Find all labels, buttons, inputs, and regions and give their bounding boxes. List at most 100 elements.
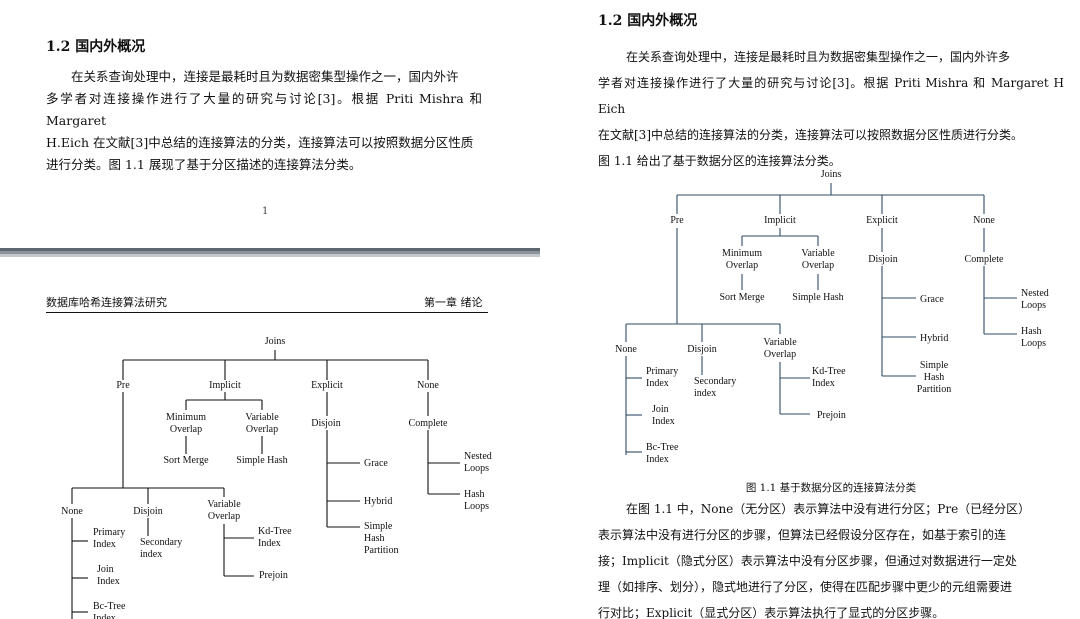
intro-paragraph: 在关系查询处理中，连接是最耗时且为数据密集型操作之一，国内外许多 学者对连接操作…	[598, 44, 1064, 174]
tree-node-prejoin: Prejoin	[817, 410, 846, 421]
tree-node-simple-hash-partition-line3: Partition	[917, 384, 951, 395]
tree-node-pre-disjoin: Disjoin	[687, 344, 716, 355]
para-line: 表示算法中没有进行分区的步骤，但算法已经假设分区存在，如基于索引的连	[598, 528, 1007, 542]
tree-node-pre-variable-overlap-line2: Overlap	[764, 349, 796, 360]
tree-node-complete: Complete	[965, 254, 1004, 265]
tree-node-root: Joins	[821, 169, 842, 180]
tree-node-none: None	[417, 380, 439, 391]
tree-node-primary-index-line1: Primary	[93, 527, 125, 538]
para-line: 在关系查询处理中，连接是最耗时且为数据密集型操作之一，国内外许多	[626, 50, 1011, 64]
tree-node-minimum-overlap-line2: Overlap	[170, 424, 202, 435]
tree-node-pre: Pre	[670, 215, 684, 226]
tree-node-secondary-index-line1: Secondary	[694, 376, 736, 387]
tree-node-pre-none: None	[615, 344, 637, 355]
page-break-band	[0, 254, 540, 257]
section-heading: 1.2 国内外概况	[46, 39, 146, 55]
tree-node-variable-overlap-line2: Overlap	[802, 260, 834, 271]
para-line: 学者对连接操作进行了大量的研究与讨论[3]。根据 Priti Mishra 和 …	[598, 76, 1064, 116]
tree-node-pre-variable-overlap-line1: Variable	[763, 337, 797, 348]
tree-node-join-index-line2: Index	[652, 416, 675, 427]
tree-node-pre-disjoin: Disjoin	[133, 506, 162, 517]
tree-node-nested-loops-line2: Loops	[1021, 300, 1046, 311]
header-rule	[46, 312, 488, 313]
tree-node-variable-overlap-line2: Overlap	[246, 424, 278, 435]
page-number: 1	[262, 206, 269, 217]
tree-node-explicit: Explicit	[866, 215, 898, 226]
tree-node-kdtree-index-line2: Index	[258, 538, 281, 549]
tree-node-pre: Pre	[116, 380, 130, 391]
tree-node-variable-overlap-line1: Variable	[801, 248, 835, 259]
tree-node-implicit: Implicit	[209, 380, 241, 391]
tree-node-pre-variable-overlap-line1: Variable	[207, 499, 241, 510]
tree-node-nested-loops-line1: Nested	[1021, 288, 1049, 299]
tree-node-sort-merge: Sort Merge	[719, 292, 765, 303]
para-line: 多学者对连接操作进行了大量的研究与讨论[3]。根据 Priti Mishra 和…	[46, 91, 482, 128]
para-line: 图 1.1 给出了基于数据分区的连接算法分类。	[598, 154, 841, 168]
tree-node-pre-variable-overlap-line2: Overlap	[208, 511, 240, 522]
para-line: 在关系查询处理中，连接是最耗时且为数据密集型操作之一，国内外许	[71, 69, 459, 84]
explanation-paragraph: 在图 1.1 中，None（无分区）表示算法中没有进行分区；Pre（已经分区） …	[598, 496, 1064, 619]
tree-node-root: Joins	[265, 336, 286, 347]
left-document-page: 1.2 国内外概况 在关系查询处理中，连接是最耗时且为数据密集型操作之一，国内外…	[0, 39, 540, 619]
tree-node-complete: Complete	[409, 418, 448, 429]
tree-node-minimum-overlap-line1: Minimum	[722, 248, 762, 259]
tree-node-bctree-index-line2: Index	[93, 613, 116, 619]
tree-node-simple-hash: Simple Hash	[236, 455, 287, 466]
page-break-band	[0, 251, 540, 254]
para-line: 进行分类。图 1.1 展现了基于分区描述的连接算法分类。	[46, 157, 362, 172]
tree-node-primary-index-line2: Index	[93, 539, 116, 550]
tree-node-explicit: Explicit	[311, 380, 343, 391]
intro-paragraph: 在关系查询处理中，连接是最耗时且为数据密集型操作之一，国内外许 多学者对连接操作…	[46, 66, 482, 176]
tree-node-kdtree-index-line1: Kd-Tree	[258, 526, 292, 537]
tree-node-secondary-index-line2: index	[140, 549, 162, 560]
tree-node-implicit: Implicit	[764, 215, 796, 226]
tree-node-simple-hash-partition-line1: Simple	[920, 360, 949, 371]
tree-node-hybrid: Hybrid	[364, 496, 392, 507]
tree-node-kdtree-index-line1: Kd-Tree	[812, 366, 846, 377]
tree-node-nested-loops-line2: Loops	[464, 463, 489, 474]
tree-node-bctree-index-line2: Index	[646, 454, 669, 465]
tree-node-kdtree-index-line2: Index	[812, 378, 835, 389]
tree-node-primary-index-line2: Index	[646, 378, 669, 389]
para-line: 在图 1.1 中，None（无分区）表示算法中没有进行分区；Pre（已经分区）	[626, 502, 1031, 516]
tree-node-bctree-index-line1: Bc-Tree	[646, 442, 679, 453]
tree-node-hash-loops-line2: Loops	[1021, 338, 1046, 349]
para-line: 接；Implicit（隐式分区）表示算法中没有分区步骤，但通过对数据进行一定处	[598, 554, 1017, 568]
tree-node-hybrid: Hybrid	[920, 333, 948, 344]
tree-node-secondary-index-line2: index	[694, 388, 716, 399]
tree-node-hash-loops-line1: Hash	[1021, 326, 1042, 337]
right-document-page: 1.2 国内外概况 在关系查询处理中，连接是最耗时且为数据密集型操作之一，国内外…	[540, 0, 1080, 619]
para-line: H.Eich 在文献[3]中总结的连接算法的分类，连接算法可以按照数据分区性质	[46, 135, 474, 150]
running-head-title: 数据库哈希连接算法研究	[46, 296, 167, 309]
tree-node-nested-loops-line1: Nested	[464, 451, 492, 462]
tree-node-simple-hash-partition-line1: Simple	[364, 521, 393, 532]
para-line: 行对比；Explicit（显式分区）表示算法执行了显式的分区步骤。	[598, 606, 945, 619]
tree-node-simple-hash-partition-line2: Hash	[924, 372, 945, 383]
tree-node-secondary-index-line1: Secondary	[140, 537, 182, 548]
page-break-band	[0, 248, 540, 251]
tree-node-sort-merge: Sort Merge	[163, 455, 209, 466]
tree-node-variable-overlap-line1: Variable	[245, 412, 279, 423]
tree-node-grace: Grace	[920, 294, 944, 305]
tree-node-minimum-overlap-line1: Minimum	[166, 412, 206, 423]
tree-node-prejoin: Prejoin	[259, 570, 288, 581]
tree-node-bctree-index-line1: Bc-Tree	[93, 601, 126, 612]
tree-node-minimum-overlap-line2: Overlap	[726, 260, 758, 271]
tree-node-join-index-line1: Join	[97, 564, 114, 575]
para-line: 理（如排序、划分），隐式地进行了分区，使得在匹配步骤中更少的元组需要进	[598, 580, 1013, 594]
tree-node-simple-hash-partition-line3: Partition	[364, 545, 398, 556]
tree-node-hash-loops-line1: Hash	[464, 489, 485, 500]
tree-node-join-index-line1: Join	[652, 404, 669, 415]
tree-node-pre-none: None	[61, 506, 83, 517]
tree-node-grace: Grace	[364, 458, 388, 469]
tree-node-hash-loops-line2: Loops	[464, 501, 489, 512]
tree-node-disjoin: Disjoin	[868, 254, 897, 265]
section-heading: 1.2 国内外概况	[598, 13, 698, 29]
tree-node-disjoin: Disjoin	[311, 418, 340, 429]
tree-node-join-index-line2: Index	[97, 576, 120, 587]
para-line: 在文献[3]中总结的连接算法的分类，连接算法可以按照数据分区性质进行分类。	[598, 128, 1024, 142]
tree-node-primary-index-line1: Primary	[646, 366, 678, 377]
running-head-chapter: 第一章 绪论	[424, 296, 483, 309]
tree-node-simple-hash-partition-line2: Hash	[364, 533, 385, 544]
